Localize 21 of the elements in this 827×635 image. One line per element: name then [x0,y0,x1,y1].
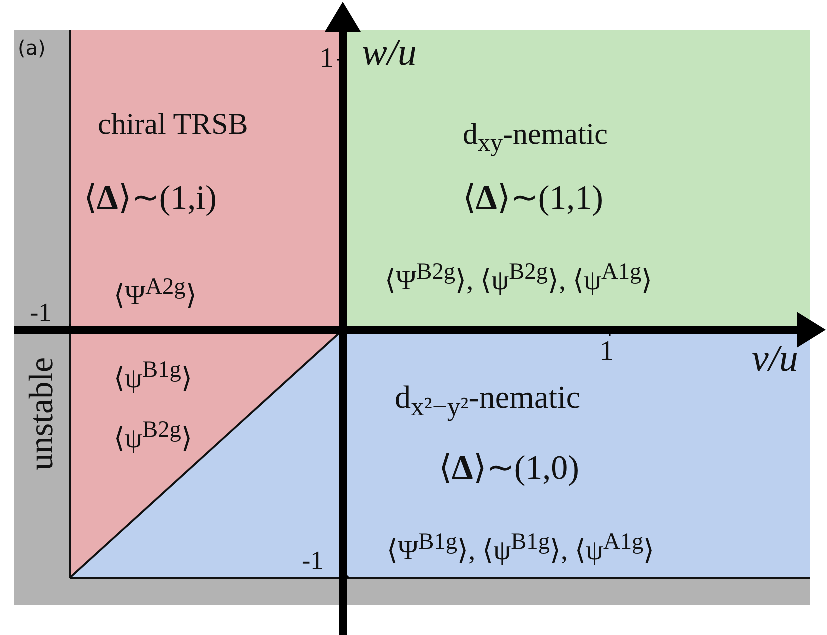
tick-label: -1 [30,300,52,326]
phase-name: d$_{x²−y²}$-nematic [395,380,581,422]
order-parameter-formula: ⟨Δ⟩∼(1,i) [84,180,217,218]
condensate-label: ⟨Ψ$^{B1g}$⟩, ⟨ψ$^{B1g}$⟩, ⟨ψ$^{A1g}$⟩ [387,530,655,568]
axis-label: w/u [362,34,417,72]
condensate-label: ⟨ψ$^{B2g}$⟩ [114,418,192,456]
tick-label: 1 [320,45,334,73]
phase-name: unstable [23,356,61,470]
phase-name: d$_{xy}$-nematic [463,118,608,158]
condensate-label: ⟨Ψ$^{A2g}$⟩ [114,275,197,312]
condensate-label: ⟨Ψ$^{B2g}$⟩, ⟨ψ$^{B2g}$⟩, ⟨ψ$^{A1g}$⟩ [385,260,653,298]
order-parameter-formula: ⟨Δ⟩∼(1,1) [463,180,604,218]
axis-label: v/u [752,340,798,378]
tick-label: 1 [600,338,614,366]
unstable-region [14,578,810,605]
tick-label: -1 [302,548,324,574]
panel-label: (a) [18,38,46,58]
phase-region [14,30,70,578]
order-parameter-formula: ⟨Δ⟩∼(1,0) [439,450,580,488]
phase-name: chiral TRSB [98,108,248,141]
condensate-label: ⟨ψ$^{B1g}$⟩ [114,358,192,396]
